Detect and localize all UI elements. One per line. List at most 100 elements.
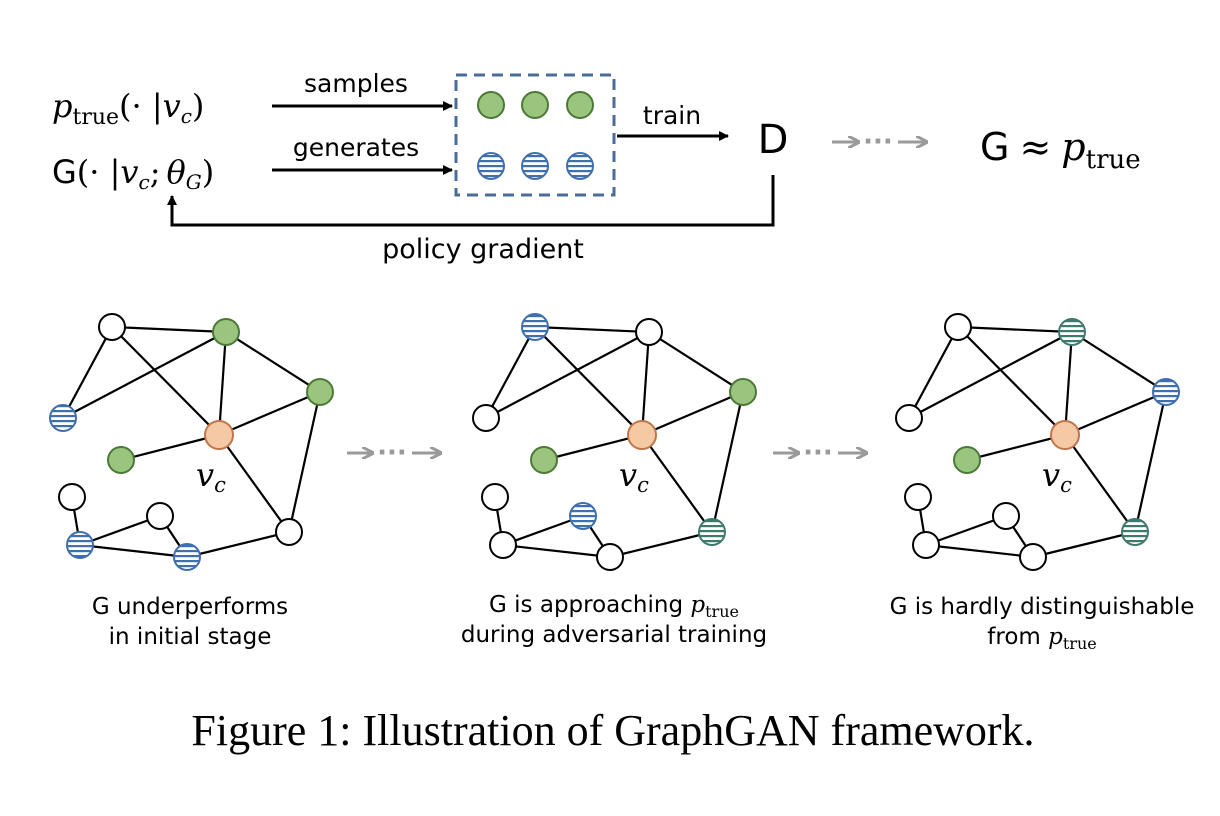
graph-node (49, 404, 77, 432)
generates-label: generates (293, 133, 419, 162)
graph-node (912, 531, 940, 559)
graph-edge (648, 331, 744, 393)
graph-node (98, 313, 126, 341)
graph-panel-2: vc (472, 313, 757, 571)
generated-sample-node (566, 152, 594, 180)
real-sample-node (566, 91, 594, 119)
graph-edge (62, 331, 227, 419)
graph-edge (79, 543, 188, 559)
graph-edge (218, 390, 321, 437)
graph-node (472, 404, 500, 432)
graph-node (173, 543, 201, 571)
graph-edge (79, 514, 161, 547)
graph-edge (957, 325, 1073, 334)
real-samples (477, 91, 594, 119)
graph-edge (120, 433, 220, 462)
graph-caption-3: G is hardly distinguishable from ptrue (890, 594, 1195, 653)
graph-node (530, 446, 558, 474)
graph-node (569, 502, 597, 530)
svg-text:ptrue(· |vc): ptrue(· |vc) (52, 87, 204, 130)
graph-edge (534, 326, 643, 436)
graph-edge (640, 331, 651, 436)
graph-edge (1133, 391, 1168, 533)
center-node-label: vc (1042, 456, 1072, 497)
graph-edge (908, 331, 1073, 419)
graph-node (66, 531, 94, 559)
svg-text:···: ··· (803, 438, 833, 468)
graph-edge (502, 543, 611, 559)
graph-edge (908, 326, 959, 419)
svg-text:during adversarial training: during adversarial training (461, 622, 767, 648)
real-sample-node (521, 91, 549, 119)
graph-edge (287, 391, 322, 533)
generated-sample-node (477, 152, 505, 180)
graph-node (212, 318, 240, 346)
graph-edge (485, 326, 536, 419)
graph-edge (641, 434, 713, 533)
graph-edge (534, 325, 650, 334)
graph-node (1152, 378, 1180, 406)
graph-edge (217, 331, 228, 436)
graph-edge (641, 390, 744, 437)
svg-text:G is hardly distinguishable: G is hardly distinguishable (890, 594, 1195, 620)
graph-node (58, 483, 86, 511)
graph-node (146, 502, 174, 530)
graph-edge (218, 434, 290, 533)
graph-node (729, 378, 757, 406)
center-node-label: vc (196, 456, 226, 497)
graph-edge (1032, 530, 1136, 559)
graph-node (953, 446, 981, 474)
graphs-layer: vc vc vc (49, 313, 1180, 571)
graph-node (992, 502, 1020, 530)
graph-node (904, 483, 932, 511)
graph-panel-3: vc (895, 313, 1180, 571)
svg-text:G(· |vc;θG): G(· |vc;θG) (52, 153, 214, 194)
center-node (627, 420, 657, 450)
svg-text:G≈ptrue: G≈ptrue (980, 125, 1141, 175)
graph-edge (502, 514, 584, 547)
graph-node (306, 378, 334, 406)
graph-caption-1: G underperforms in initial stage (92, 594, 288, 650)
generated-sample-node (521, 152, 549, 180)
policy-gradient-label: policy gradient (382, 234, 584, 265)
graph-node (489, 531, 517, 559)
svg-text:G underperforms: G underperforms (92, 594, 288, 620)
samples-label: samples (304, 69, 408, 98)
graph-node (1058, 318, 1086, 346)
generated-samples (477, 152, 594, 180)
graph-edge (710, 391, 745, 533)
graph-edge (609, 530, 713, 559)
graph-edge (1071, 331, 1167, 393)
graph-node (275, 518, 303, 546)
graph-edge (1064, 390, 1167, 437)
progress-arrow-1: ··· (347, 438, 440, 468)
graph-edge (186, 530, 290, 559)
figure-caption: Figure 1: Illustration of GraphGAN frame… (191, 706, 1034, 755)
svg-text:G is approaching ptrue: G is approaching ptrue (489, 592, 739, 621)
svg-text:···: ··· (377, 438, 407, 468)
graph-edge (1063, 331, 1074, 436)
graph-edge (957, 326, 1066, 436)
graph-edge (485, 331, 650, 419)
graph-edge (111, 325, 227, 334)
graph-node (521, 313, 549, 341)
discriminator-label: D (758, 117, 789, 163)
progress-arrow-top: ··· (832, 127, 926, 157)
svg-text:in initial stage: in initial stage (109, 624, 272, 650)
graph-edge (925, 543, 1034, 559)
graph-caption-2: G is approaching ptrue during adversaria… (461, 592, 767, 648)
graph-edge (62, 326, 113, 419)
graph-edge (925, 514, 1007, 547)
graph-edge (111, 326, 220, 436)
progress-arrow-2: ··· (773, 438, 866, 468)
graph-node (944, 313, 972, 341)
graph-node (1121, 518, 1149, 546)
graph-node (481, 483, 509, 511)
svg-text:···: ··· (863, 127, 893, 157)
policy-gradient-arrow (167, 175, 775, 227)
center-node (1050, 420, 1080, 450)
svg-text:from ptrue: from ptrue (987, 624, 1096, 653)
graph-edge (1064, 434, 1136, 533)
p-true-label: ptrue(· |vc) (52, 87, 204, 130)
